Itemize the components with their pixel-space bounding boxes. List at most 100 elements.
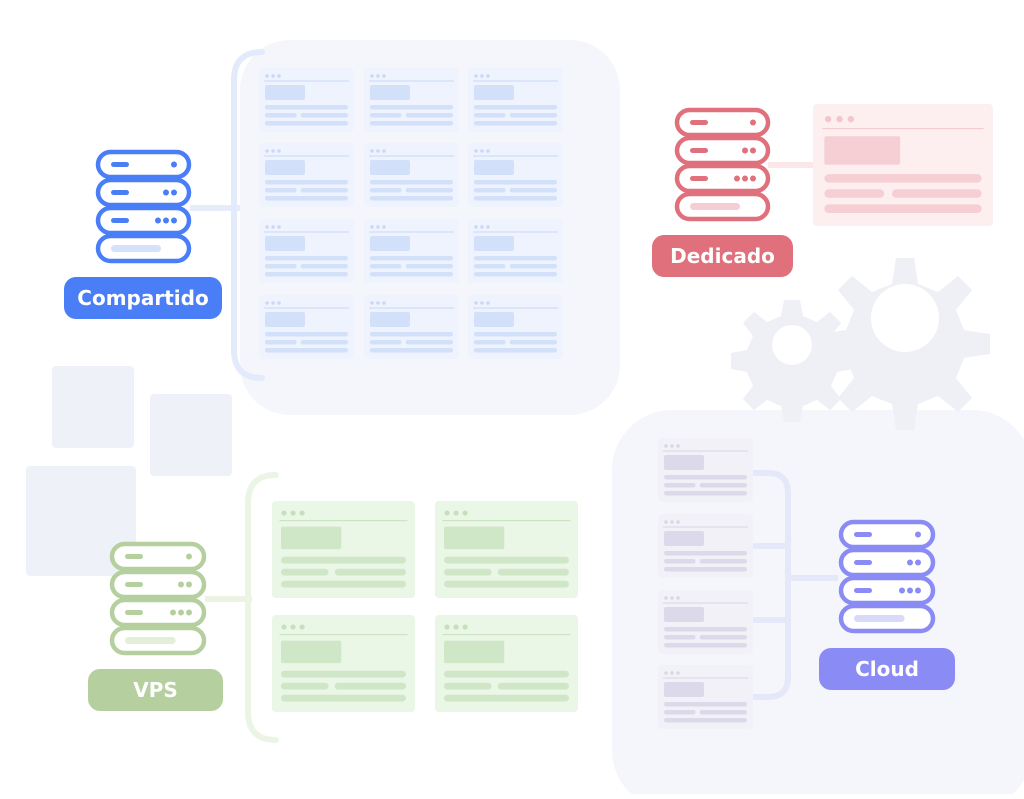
server-dot	[178, 581, 184, 588]
window-icon	[658, 665, 753, 729]
server-led	[125, 582, 143, 587]
window-line	[370, 196, 453, 201]
window-line	[699, 483, 747, 488]
window-line	[474, 121, 557, 126]
server-led	[111, 162, 129, 167]
window-icon	[468, 219, 563, 283]
window-dot	[480, 149, 484, 153]
window-line	[509, 340, 557, 345]
window-line	[265, 196, 348, 201]
cloud-bracket	[752, 470, 791, 700]
window-dot	[670, 596, 674, 600]
server-dot	[155, 217, 161, 224]
window-line	[444, 568, 492, 576]
window-dot	[370, 149, 374, 153]
window-line	[509, 113, 557, 118]
window-block	[265, 312, 305, 327]
window-line	[405, 340, 453, 345]
window-line	[370, 121, 453, 126]
server-led	[111, 190, 129, 195]
window-line	[265, 332, 348, 337]
server-bar	[111, 245, 162, 252]
server-dot	[742, 175, 748, 182]
window-icon	[272, 501, 415, 598]
window-dot	[271, 149, 275, 153]
window-dot	[382, 74, 386, 78]
window-dot	[664, 671, 668, 675]
window-line	[474, 264, 506, 269]
server-led	[854, 588, 872, 593]
window-line	[664, 551, 747, 556]
window-line	[444, 556, 569, 564]
window-icon	[813, 104, 993, 226]
window-icon	[364, 219, 459, 283]
window-icon	[435, 501, 578, 598]
window-line	[664, 718, 747, 723]
window-line	[474, 340, 506, 345]
window-line	[265, 340, 297, 345]
server-dot	[171, 161, 177, 168]
window-dot	[474, 74, 478, 78]
server-dot	[163, 217, 169, 224]
window-line	[474, 196, 557, 201]
window-block	[265, 85, 305, 100]
server-dot	[734, 175, 740, 182]
server-unit	[109, 541, 207, 572]
window-line	[300, 264, 348, 269]
window-icon	[468, 295, 563, 359]
window-block	[474, 85, 514, 100]
window-line	[265, 180, 348, 185]
window-dot	[265, 149, 269, 153]
server-led	[690, 120, 708, 125]
window-line	[370, 264, 402, 269]
window-line	[300, 340, 348, 345]
server-dot	[186, 553, 192, 560]
window-dot	[474, 149, 478, 153]
window-line	[444, 694, 569, 702]
window-line	[281, 580, 406, 588]
window-icon	[364, 68, 459, 132]
window-dot	[676, 520, 680, 524]
window-line	[265, 105, 348, 110]
server-unit	[109, 597, 207, 628]
server-dot	[750, 175, 756, 182]
window-dot	[271, 301, 275, 305]
window-dot	[376, 225, 380, 229]
window-line	[405, 264, 453, 269]
window-block	[474, 236, 514, 251]
window-block	[664, 531, 704, 546]
window-line	[334, 682, 406, 690]
window-icon	[272, 615, 415, 712]
window-dot	[480, 225, 484, 229]
window-dot	[453, 624, 459, 630]
window-dot	[370, 74, 374, 78]
window-icon	[435, 615, 578, 712]
window-line	[300, 113, 348, 118]
window-line	[509, 188, 557, 193]
server-dot	[907, 559, 913, 566]
window-dot	[281, 510, 287, 516]
window-line	[509, 264, 557, 269]
window-dot	[480, 74, 484, 78]
window-dot	[676, 671, 680, 675]
server-dot	[915, 559, 921, 566]
window-icon	[259, 219, 354, 283]
window-icon	[658, 438, 753, 502]
window-dot	[382, 225, 386, 229]
window-dot	[664, 596, 668, 600]
window-line	[474, 113, 506, 118]
server-stack-icon	[109, 541, 207, 656]
server-dot	[899, 587, 905, 594]
window-line	[370, 332, 453, 337]
window-line	[281, 670, 406, 678]
window-dot	[370, 301, 374, 305]
window-dot	[265, 225, 269, 229]
server-led	[125, 554, 143, 559]
window-icon	[259, 68, 354, 132]
server-led	[854, 560, 872, 565]
server-unit	[674, 107, 771, 138]
window-line	[824, 189, 885, 198]
window-block	[664, 455, 704, 470]
window-line	[891, 189, 982, 198]
window-dot	[486, 225, 490, 229]
